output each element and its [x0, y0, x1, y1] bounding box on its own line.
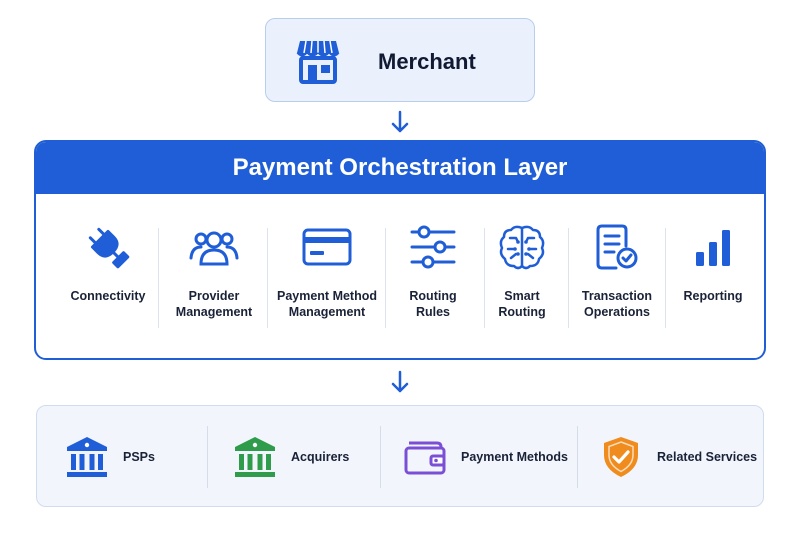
divider [577, 426, 578, 488]
capability-label-line1: Routing [409, 289, 457, 303]
capability-label-line1: Payment Method [276, 289, 377, 303]
sliders-icon [410, 225, 456, 269]
document-check-icon [596, 224, 638, 270]
capability-label-line1: Connectivity [70, 289, 146, 303]
capability-routing-rules: Routing Rules [388, 222, 478, 332]
orchestration-title: Payment Orchestration Layer [232, 154, 568, 181]
capability-label-line2: Operations [584, 305, 650, 319]
providers-panel: PSPs Acquirers Payment Method [36, 405, 764, 507]
provider-label: Acquirers [291, 450, 350, 464]
plug-icon [88, 227, 130, 269]
divider [568, 228, 569, 328]
brain-icon [499, 225, 545, 270]
orchestration-layer-panel: Payment Orchestration Layer Connectivity [34, 140, 766, 360]
bank-icon [235, 437, 275, 477]
divider [380, 426, 381, 488]
divider [207, 426, 208, 488]
storefront-icon [296, 40, 340, 84]
shield-check-icon [604, 437, 638, 477]
provider-related-services: Related Services [599, 432, 757, 482]
capability-label-line1: Provider [188, 289, 240, 303]
divider [665, 228, 666, 328]
capability-label-line2: Routing [498, 305, 546, 319]
capability-label-line1: Transaction [581, 289, 653, 303]
capability-payment-method-management: Payment Method Management [270, 222, 384, 332]
card-icon [302, 228, 352, 266]
orchestration-header: Payment Orchestration Layer [36, 142, 764, 194]
bar-chart-icon [696, 230, 730, 266]
provider-label: Related Services [657, 450, 758, 464]
capability-reporting: Reporting [668, 222, 758, 332]
bank-icon [67, 437, 107, 477]
capability-label-line2: Management [175, 305, 253, 319]
divider [385, 228, 386, 328]
arrow-down-icon [391, 110, 409, 133]
capability-transaction-operations: Transaction Operations [572, 222, 662, 332]
capability-smart-routing: Smart Routing [478, 222, 566, 332]
capability-provider-management: Provider Management [164, 222, 264, 332]
provider-label: Payment Methods [461, 450, 568, 464]
orchestration-capabilities: Connectivity Provider Management [38, 194, 762, 358]
divider [267, 228, 268, 328]
provider-payment-methods: Payment Methods [403, 432, 568, 482]
provider-psps: PSPs [65, 432, 155, 482]
capability-label-line1: Reporting [683, 289, 743, 303]
merchant-label: Merchant [378, 49, 476, 74]
provider-acquirers: Acquirers [233, 432, 349, 482]
merchant-box: Merchant [265, 18, 535, 102]
capability-label-line2: Management [288, 305, 366, 319]
provider-label: PSPs [123, 450, 155, 464]
wallet-icon [404, 441, 446, 475]
capability-label-line1: Smart [504, 289, 540, 303]
capability-label-line2: Rules [415, 305, 451, 319]
users-icon [189, 231, 239, 266]
arrow-down-icon [391, 370, 409, 393]
divider [484, 228, 485, 328]
divider [158, 228, 159, 328]
capability-connectivity: Connectivity [56, 222, 160, 332]
